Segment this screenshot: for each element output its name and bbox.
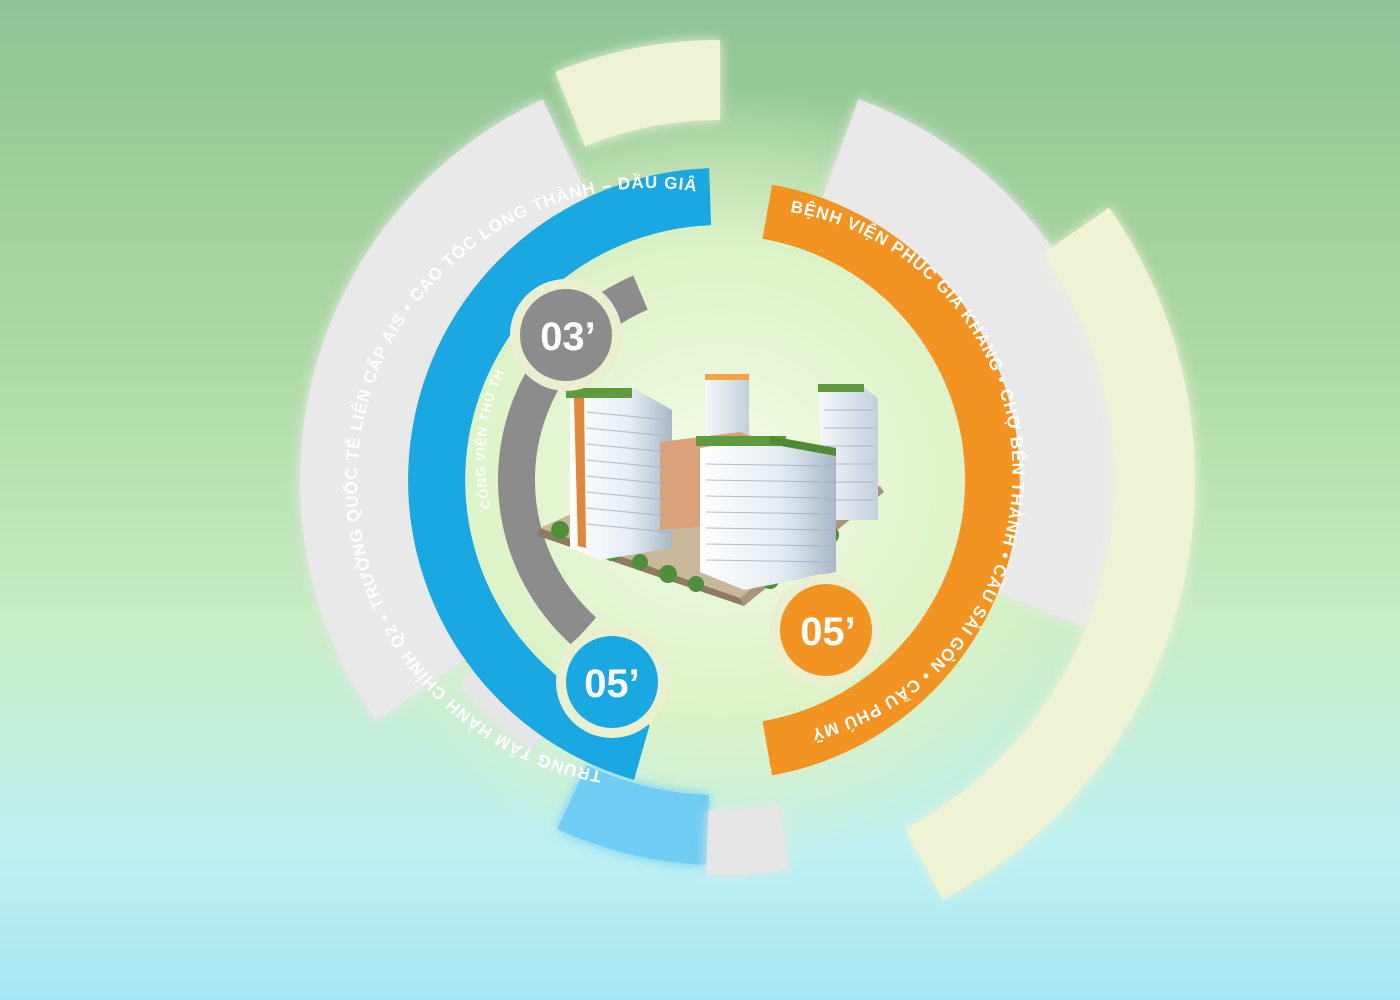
orange-badge: 05’ bbox=[770, 574, 882, 686]
outer-rings bbox=[300, 39, 1195, 900]
gray-badge-text: 03’ bbox=[540, 315, 596, 359]
outer-ring-gray-left bbox=[300, 99, 589, 721]
orange-arc bbox=[762, 184, 1020, 776]
outer-ring-lightblue-bottom bbox=[557, 765, 709, 865]
blue-badge: 05’ bbox=[556, 626, 668, 738]
blue-badge-text: 05’ bbox=[584, 662, 640, 706]
outer-ring-gray-right bbox=[822, 99, 1125, 632]
gray-badge: 03’ bbox=[510, 279, 622, 391]
outer-ring-cream-top bbox=[555, 39, 720, 147]
outer-ring-cream-right bbox=[905, 207, 1195, 900]
outer-ring-gray-bottom bbox=[706, 805, 789, 876]
orange-badge-text: 05’ bbox=[800, 610, 856, 654]
apartment-towers-illustration bbox=[538, 374, 884, 606]
blue-arc bbox=[408, 168, 712, 780]
